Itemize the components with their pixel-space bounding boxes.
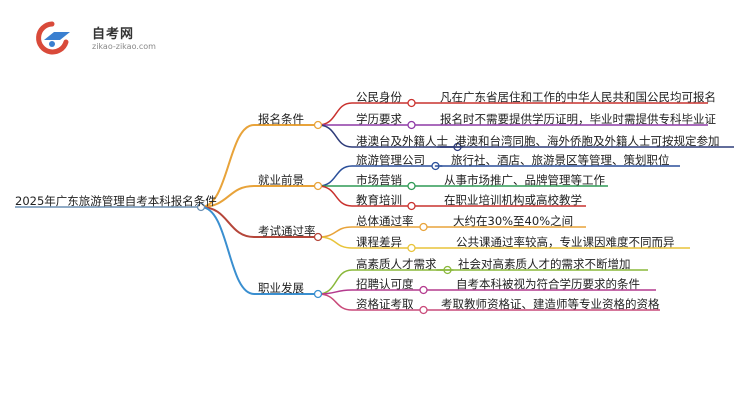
branch-label: 职业发展 [258, 281, 304, 295]
logo-title: 自考网 [92, 27, 135, 42]
item-label: 招聘认可度 [356, 277, 414, 291]
connector-line [317, 165, 353, 187]
node-dot [407, 243, 416, 253]
connector-line [317, 289, 353, 295]
item-label: 学历要求 [356, 112, 402, 126]
node-dot [419, 305, 428, 315]
detail-text: 大约在30%至40%之间 [453, 214, 574, 228]
connector-line [317, 185, 353, 207]
root-node-label: 2025年广东旅游管理自考本科报名条件 [15, 194, 217, 208]
node-dot [313, 120, 323, 130]
detail-text: 自考本科被视为符合学历要求的条件 [456, 277, 640, 291]
detail-text: 凡在广东省居住和工作的中华人民共和国公民均可报名 [440, 90, 716, 104]
item-label: 市场营销 [356, 173, 402, 187]
logo-subtitle: zikao-zikao.com [92, 42, 156, 51]
connector-line [200, 206, 255, 238]
branch-label: 报名条件 [258, 112, 304, 126]
item-label: 公民身份 [356, 90, 402, 104]
item-label: 港澳台及外籍人士 [356, 134, 448, 148]
item-label: 高素质人才需求 [356, 257, 437, 271]
detail-text: 在职业培训机构或高校教学 [444, 193, 582, 207]
node-dot [196, 202, 206, 212]
item-label: 课程差异 [356, 235, 402, 249]
detail-text: 考取教师资格证、建造师等专业资格的资格 [441, 297, 660, 311]
detail-text: 旅行社、酒店、旅游景区等管理、策划职位 [451, 153, 670, 167]
item-label: 旅游管理公司 [356, 153, 425, 167]
item-label: 资格证考取 [356, 297, 414, 311]
branch-label: 就业前景 [258, 173, 304, 187]
node-dot [313, 232, 323, 242]
detail-text: 港澳和台湾同胞、海外侨胞及外籍人士可按规定参加 [455, 134, 720, 148]
node-dot [407, 201, 416, 211]
node-dot [407, 120, 416, 130]
node-dot [419, 285, 428, 295]
detail-text: 从事市场推广、品牌管理等工作 [444, 173, 605, 187]
detail-text: 公共课通过率较高，专业课因难度不同而异 [456, 235, 675, 249]
connector-line [200, 206, 255, 295]
connector-line [317, 226, 353, 238]
branch-label: 考试通过率 [258, 224, 316, 238]
connector-line [317, 124, 353, 148]
node-dot [313, 289, 323, 299]
node-dot [407, 181, 416, 191]
logo-icon [36, 21, 70, 55]
item-label: 总体通过率 [356, 214, 414, 228]
connector-line [200, 185, 255, 208]
connector-line [317, 102, 353, 126]
connector-line [317, 293, 353, 311]
node-dot [407, 98, 416, 108]
detail-text: 社会对高素质人才的需求不断增加 [458, 257, 631, 271]
detail-text: 报名时不需要提供学历证明，毕业时需提供专科毕业证 [440, 112, 716, 126]
node-dot [313, 181, 323, 191]
logo: 自考网 zikao-zikao.com [30, 20, 170, 56]
item-label: 教育培训 [356, 193, 402, 207]
connector-line [317, 236, 353, 249]
connector-line [200, 124, 255, 208]
node-dot [419, 222, 428, 232]
